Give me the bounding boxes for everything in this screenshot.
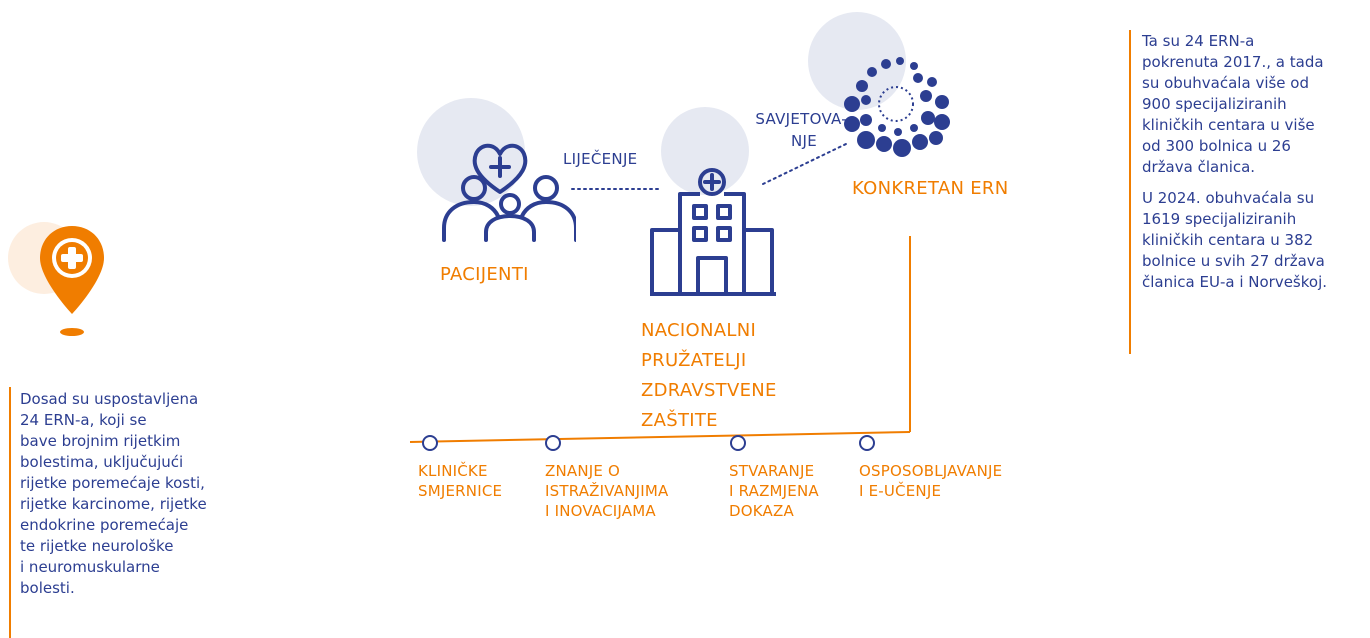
treatment-link-label: LIJEČENJE <box>563 150 638 168</box>
right-note-line: su obuhvaćala više od <box>1142 74 1309 92</box>
left-note-line: 24 ERN-a, koji se <box>20 411 147 429</box>
ern-dots-network-icon <box>844 57 950 157</box>
hospital-building-icon <box>650 168 776 296</box>
right-note-line: U 2024. obuhvaćala su <box>1142 189 1315 207</box>
right-note-line: pokrenuta 2017., a tada <box>1142 53 1324 71</box>
consult-link-label: SAVJETOVA- NJE <box>742 108 847 152</box>
stage-line: I INOVACIJAMA <box>545 502 656 520</box>
right-note-line: kliničkih centara u 382 <box>1142 231 1314 249</box>
right-note-line: kliničkih centara u više <box>1142 116 1315 134</box>
treatment-link-line <box>571 188 661 190</box>
stage-line: ISTRAŽIVANJIMA <box>545 482 669 500</box>
stage-line: STVARANJE <box>729 462 815 480</box>
right-note-p1: Ta su 24 ERN-a pokrenuta 2017., a tada s… <box>1142 31 1367 178</box>
left-note-line: endokrine poremećaje <box>20 516 189 534</box>
left-note-line: Dosad su uspostavljena <box>20 390 199 408</box>
providers-label-line: ZAŠTITE <box>641 410 718 431</box>
stage-clinical-guidelines: KLINIČKE SMJERNICE <box>418 461 502 501</box>
left-note: Dosad su uspostavljena 24 ERN-a, koji se… <box>20 389 260 599</box>
providers-label-line: PRUŽATELJI <box>641 350 747 371</box>
stage-line: ZNANJE O <box>545 462 621 480</box>
left-note-line: te rijetke neurološke <box>20 537 174 555</box>
stage-line: SMJERNICE <box>418 482 503 500</box>
right-note-p2: U 2024. obuhvaćala su 1619 specijalizira… <box>1142 188 1367 293</box>
stage-line: I E-UČENJE <box>859 482 942 500</box>
right-note-line: država članica. <box>1142 158 1256 176</box>
right-note-line: bolnice u svih 27 država <box>1142 252 1325 270</box>
patients-group-heart-icon <box>442 143 576 242</box>
left-note-line: rijetke karcinome, rijetke <box>20 495 207 513</box>
providers-label: NACIONALNI PRUŽATELJI ZDRAVSTVENE ZAŠTIT… <box>641 316 777 436</box>
left-note-line: i neuromuskularne <box>20 558 160 576</box>
patients-label: PACIJENTI <box>440 264 529 285</box>
left-note-line: rijetke poremećaje kosti, <box>20 474 205 492</box>
right-note-line: 1619 specijaliziranih <box>1142 210 1297 228</box>
right-note-line: članica EU-a i Norveškoj. <box>1142 273 1328 291</box>
stage-line: KLINIČKE <box>418 462 488 480</box>
stage-line: I RAZMJENA <box>729 482 819 500</box>
left-note-bar <box>9 387 11 638</box>
right-note-bar <box>1129 30 1131 354</box>
left-note-line: bave brojnim rijetkim <box>20 432 181 450</box>
stage-training: OSPOSOBLJAVANJE I E-UČENJE <box>859 461 1002 501</box>
providers-label-line: ZDRAVSTVENE <box>641 380 777 401</box>
right-note-line: od 300 bolnica u 26 <box>1142 137 1291 155</box>
location-pin-plus-icon <box>40 226 104 336</box>
right-note-line: Ta su 24 ERN-a <box>1142 32 1255 50</box>
timeline <box>409 236 911 451</box>
ern-label: KONKRETAN ERN <box>852 178 1009 199</box>
stage-line: DOKAZA <box>729 502 794 520</box>
consult-label-line: SAVJETOVA- <box>755 110 847 128</box>
left-note-line: bolestima, uključujući <box>20 453 184 471</box>
stage-line: OSPOSOBLJAVANJE <box>859 462 1003 480</box>
right-note: Ta su 24 ERN-a pokrenuta 2017., a tada s… <box>1142 31 1367 293</box>
stage-research-knowledge: ZNANJE O ISTRAŽIVANJIMA I INOVACIJAMA <box>545 461 669 521</box>
consult-label-line: NJE <box>790 132 817 150</box>
left-note-line: bolesti. <box>20 579 75 597</box>
stage-evidence: STVARANJE I RAZMJENA DOKAZA <box>729 461 819 521</box>
providers-label-line: NACIONALNI <box>641 320 757 341</box>
right-note-line: 900 specijaliziranih <box>1142 95 1287 113</box>
